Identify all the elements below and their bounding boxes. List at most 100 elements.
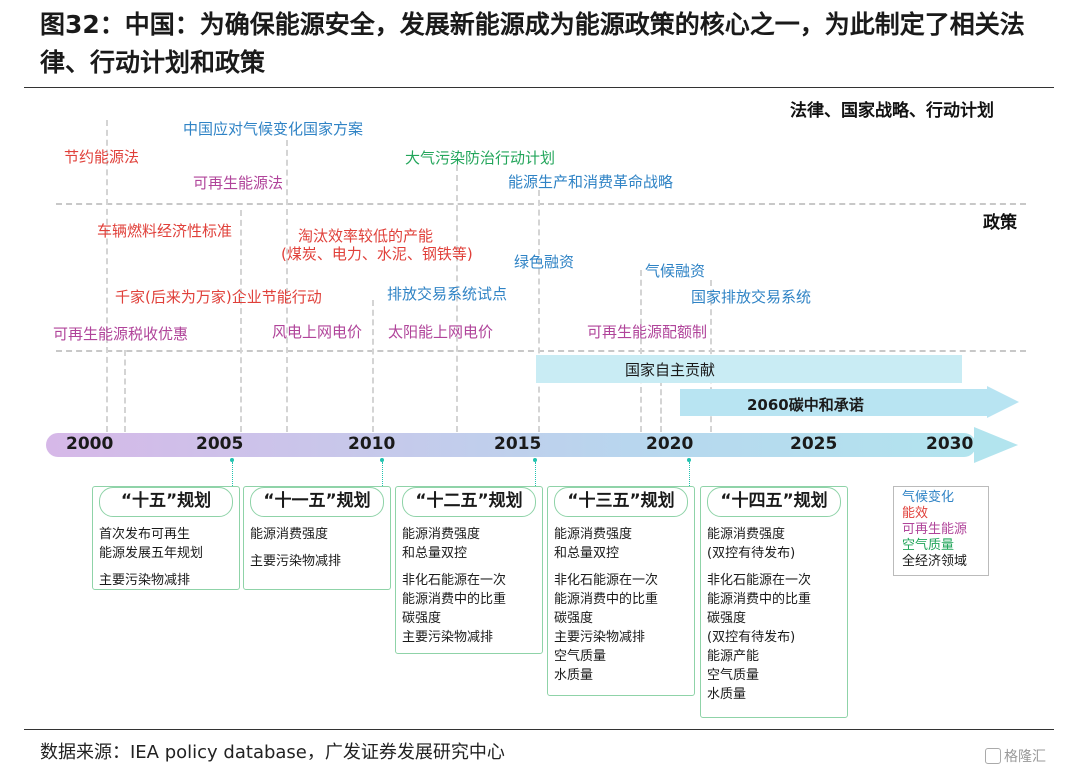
event-climate-finance: 气候融资 [645, 262, 706, 280]
plan-item: 非化石能源在一次 [707, 573, 812, 588]
event-ets-pilot: 排放交易系统试点 [387, 285, 508, 303]
plan-item: 能源消费中的比重 [554, 592, 659, 607]
plan-10th: “十五”规划 首次发布可再生 能源发展五年规划 主要污染物减排 [92, 486, 240, 590]
plan-title: “十四五”规划 [707, 487, 841, 517]
section-divider-2 [56, 350, 1026, 352]
plan-item: 主要污染物减排 [554, 630, 646, 645]
plan-item: 空气质量 [554, 649, 607, 664]
event-eliminate-capacity: 淘汰效率较低的产能 [298, 227, 434, 245]
plan-gap [99, 563, 235, 571]
guide-line [456, 165, 458, 432]
event-air-pollution-plan: 大气污染防治行动计划 [405, 149, 556, 167]
event-renewable-quota: 可再生能源配额制 [587, 323, 708, 341]
event-national-ets: 国家排放交易系统 [691, 288, 812, 306]
legend: 气候变化 能效 可再生能源 空气质量 全经济领域 [893, 486, 989, 576]
tick-connector [689, 462, 690, 486]
event-renewable-energy-law: 可再生能源法 [193, 174, 284, 192]
tick-connector [535, 462, 536, 486]
plan-item: 能源消费中的比重 [402, 592, 507, 607]
guide-line [124, 350, 126, 432]
plan-items: 首次发布可再生 能源发展五年规划 主要污染物减排 [99, 525, 235, 590]
year-2025: 2025 [790, 434, 838, 454]
top-rule [24, 87, 1054, 88]
plan-title: “十三五”规划 [554, 487, 688, 517]
plan-title: “十五”规划 [99, 487, 233, 517]
section-label-policy: 政策 [983, 213, 1017, 233]
plan-gap [554, 563, 690, 571]
plan-item: 水质量 [707, 687, 747, 702]
plan-item: 首次发布可再生 [99, 527, 191, 542]
legend-item-climate: 气候变化 [902, 490, 955, 505]
logo-icon [985, 748, 1001, 764]
plan-item: 能源消费强度 [554, 527, 633, 542]
plan-item: 主要污染物减排 [99, 573, 191, 588]
plan-item: 和总量双控 [554, 546, 620, 561]
event-energy-revolution-strategy: 能源生产和消费革命战略 [508, 173, 674, 191]
plan-title: “十一五”规划 [250, 487, 384, 517]
plan-items: 能源消费强度 和总量双控 非化石能源在一次 能源消费中的比重 碳强度 主要污染物… [402, 525, 538, 647]
plan-item: 能源消费强度 [707, 527, 786, 542]
plan-14th: “十四五”规划 能源消费强度 (双控有待发布) 非化石能源在一次 能源消费中的比… [700, 486, 848, 718]
legend-item-efficiency: 能效 [902, 506, 929, 521]
guide-line [372, 300, 374, 432]
section-divider-1 [56, 203, 1026, 205]
tick-connector [232, 462, 233, 486]
plan-item: 碳强度 [707, 611, 747, 626]
plan-gap [250, 544, 386, 552]
plan-item: (双控有待发布) [707, 630, 796, 645]
plan-item: 碳强度 [554, 611, 594, 626]
timeline-tick [687, 458, 691, 462]
year-2000: 2000 [66, 434, 114, 454]
guide-line [538, 190, 540, 432]
plan-items: 能源消费强度 和总量双控 非化石能源在一次 能源消费中的比重 碳强度 主要污染物… [554, 525, 690, 685]
data-source: 数据来源：IEA policy database，广发证券发展研究中心 [40, 742, 505, 763]
guide-line [640, 270, 642, 432]
year-2010: 2010 [348, 434, 396, 454]
figure-title: 图32：中国：为确保能源安全，发展新能源成为能源政策的核心之一，为此制定了相关法… [40, 10, 1025, 77]
bottom-rule [24, 729, 1054, 730]
timeline-tick [533, 458, 537, 462]
plan-13th: “十三五”规划 能源消费强度 和总量双控 非化石能源在一次 能源消费中的比重 碳… [547, 486, 695, 696]
ndc-bar [536, 355, 962, 383]
plan-11th: “十一五”规划 能源消费强度 主要污染物减排 [243, 486, 391, 590]
plan-item: 和总量双控 [402, 546, 468, 561]
event-renewable-tax-incentive: 可再生能源税收优惠 [53, 325, 189, 343]
year-2015: 2015 [494, 434, 542, 454]
event-energy-conservation-law: 节约能源法 [64, 148, 140, 166]
plan-item: 水质量 [554, 668, 594, 683]
timeline-bar [46, 433, 976, 457]
plan-item: 主要污染物减排 [402, 630, 494, 645]
plan-12th: “十二五”规划 能源消费强度 和总量双控 非化石能源在一次 能源消费中的比重 碳… [395, 486, 543, 654]
plan-item: 能源消费强度 [402, 527, 481, 542]
event-solar-feed-in-tariff: 太阳能上网电价 [388, 323, 494, 341]
plan-item: 能源发展五年规划 [99, 546, 204, 561]
timeline-tick [230, 458, 234, 462]
plan-item: 能源消费中的比重 [707, 592, 812, 607]
watermark-logo: 格隆汇 [985, 746, 1046, 766]
plan-item: 非化石能源在一次 [402, 573, 507, 588]
plan-item: 能源产能 [707, 649, 760, 664]
plan-item: 碳强度 [402, 611, 442, 626]
year-2020: 2020 [646, 434, 694, 454]
plan-items: 能源消费强度 主要污染物减排 [250, 525, 386, 571]
tick-connector [382, 462, 383, 486]
plan-gap [707, 563, 843, 571]
event-wind-feed-in-tariff: 风电上网电价 [272, 323, 363, 341]
event-green-finance: 绿色融资 [514, 253, 575, 271]
guide-line [240, 210, 242, 432]
plan-item: 非化石能源在一次 [554, 573, 659, 588]
plan-gap [402, 563, 538, 571]
legend-item-economy-wide: 全经济领域 [902, 554, 968, 569]
plan-item: 空气质量 [707, 668, 760, 683]
legend-item-air-quality: 空气质量 [902, 538, 955, 553]
carbon-neutral-arrow-body [680, 389, 988, 416]
year-2005: 2005 [196, 434, 244, 454]
plan-items: 能源消费强度 (双控有待发布) 非化石能源在一次 能源消费中的比重 碳强度 (双… [707, 525, 843, 704]
ndc-label: 国家自主贡献 [625, 361, 716, 379]
guide-line [106, 120, 108, 432]
plan-item: 主要污染物减排 [250, 554, 342, 569]
guide-line [286, 140, 288, 432]
plan-title: “十二五”规划 [402, 487, 536, 517]
logo-text: 格隆汇 [1004, 749, 1046, 765]
timeline-tick [380, 458, 384, 462]
